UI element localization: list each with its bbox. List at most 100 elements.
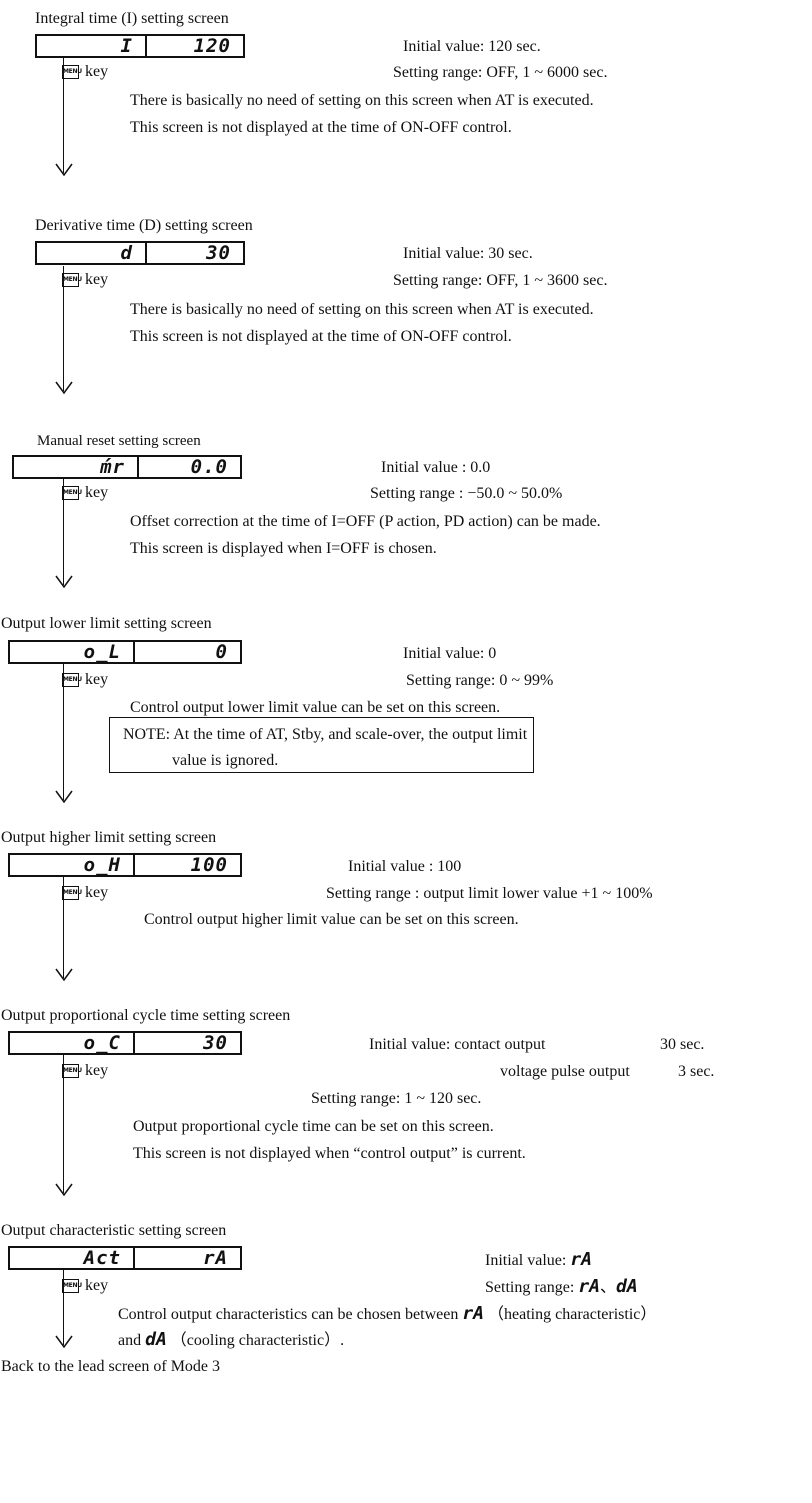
lcd-param-value: 100 bbox=[190, 854, 228, 876]
lcd-param-label: ḿr bbox=[14, 456, 139, 478]
description-line: There is basically no need of setting on… bbox=[130, 92, 594, 109]
initial-value-voltage: 3 sec. bbox=[678, 1063, 715, 1080]
key-label: key bbox=[85, 884, 109, 901]
lcd-param-label: o_L bbox=[10, 641, 135, 663]
arrow-down-icon bbox=[55, 163, 73, 177]
initial-value-text: Initial value: contact output bbox=[369, 1036, 546, 1053]
lcd-param-value: 30 bbox=[203, 1032, 228, 1054]
description-line: and dA （cooling characteristic）. bbox=[118, 1331, 344, 1350]
lcd-display-derivative: d 30 bbox=[35, 241, 245, 265]
lcd-display-output-lower: o_L 0 bbox=[8, 640, 242, 664]
note-line: value is ignored. bbox=[172, 752, 279, 769]
initial-value-label: Initial value: bbox=[485, 1252, 567, 1269]
initial-value-text: Initial value : 0.0 bbox=[381, 459, 491, 476]
initial-value-text: voltage pulse output bbox=[500, 1063, 630, 1080]
seg-value: rA bbox=[462, 1303, 485, 1324]
menu-key-icon: MENU bbox=[62, 886, 82, 901]
description-text: Control output characteristics can be ch… bbox=[118, 1306, 459, 1323]
initial-value-text: Initial value: 120 sec. bbox=[403, 38, 541, 55]
section-title-cycle-time: Output proportional cycle time setting s… bbox=[1, 1007, 291, 1024]
description-text: and bbox=[118, 1332, 142, 1349]
lcd-display-output-characteristic: Act rA bbox=[8, 1246, 242, 1270]
description-line: Control output lower limit value can be … bbox=[130, 699, 501, 716]
setting-range-text: Setting range: 0 ~ 99% bbox=[406, 672, 554, 689]
initial-value-text: Initial value : 100 bbox=[348, 858, 462, 875]
flow-line bbox=[63, 1055, 64, 1193]
arrow-down-icon bbox=[55, 968, 73, 982]
key-label: key bbox=[85, 1277, 109, 1294]
seg-value: rA bbox=[570, 1249, 592, 1270]
key-label: key bbox=[85, 271, 109, 288]
key-label: key bbox=[85, 671, 109, 688]
arrow-down-icon bbox=[55, 575, 73, 589]
setting-range-label: Setting range: bbox=[485, 1279, 575, 1296]
initial-value-text: Initial value: 30 sec. bbox=[403, 245, 533, 262]
flow-line bbox=[63, 479, 64, 585]
lcd-param-value: 0 bbox=[215, 641, 228, 663]
lcd-param-value: 120 bbox=[193, 35, 231, 57]
separator: 、 bbox=[600, 1279, 617, 1296]
setting-range-text: Setting range: OFF, 1 ~ 3600 sec. bbox=[393, 272, 608, 289]
seg-value: rA bbox=[578, 1276, 600, 1297]
description-line: This screen is not displayed when “contr… bbox=[133, 1145, 526, 1162]
seg-value: dA bbox=[145, 1329, 167, 1350]
description-line: This screen is not displayed at the time… bbox=[130, 328, 512, 345]
section-title-manual-reset: Manual reset setting screen bbox=[37, 433, 201, 449]
initial-value-text: Initial value: 0 bbox=[403, 645, 497, 662]
arrow-down-icon bbox=[55, 790, 73, 804]
key-label: key bbox=[85, 63, 109, 80]
menu-key-icon: MENU bbox=[62, 273, 82, 288]
key-label: key bbox=[85, 1062, 109, 1079]
lcd-display-integral: I 120 bbox=[35, 34, 245, 58]
lcd-param-value: 0.0 bbox=[190, 456, 228, 478]
setting-range-text: Setting range: 1 ~ 120 sec. bbox=[311, 1090, 482, 1107]
lcd-param-label: o_H bbox=[10, 854, 135, 876]
description-line: This screen is displayed when I=OFF is c… bbox=[130, 540, 437, 557]
section-title-output-lower: Output lower limit setting screen bbox=[1, 615, 212, 632]
description-line: This screen is not displayed at the time… bbox=[130, 119, 512, 136]
description-text: （heating characteristic） bbox=[488, 1306, 657, 1323]
note-box: NOTE: At the time of AT, Stby, and scale… bbox=[109, 717, 534, 773]
flow-line bbox=[63, 58, 64, 173]
description-line: Offset correction at the time of I=OFF (… bbox=[130, 513, 601, 530]
section-title-output-higher: Output higher limit setting screen bbox=[1, 829, 217, 846]
description-line: There is basically no need of setting on… bbox=[130, 301, 594, 318]
menu-key-icon: MENU bbox=[62, 673, 82, 688]
lcd-display-cycle-time: o_C 30 bbox=[8, 1031, 242, 1055]
lcd-display-manual-reset: ḿr 0.0 bbox=[12, 455, 242, 479]
menu-key-icon: MENU bbox=[62, 65, 82, 80]
description-line: Output proportional cycle time can be se… bbox=[133, 1118, 494, 1135]
setting-range-text: Setting range : −50.0 ~ 50.0% bbox=[370, 485, 563, 502]
setting-range-text: Setting range: OFF, 1 ~ 6000 sec. bbox=[393, 64, 608, 81]
section-title-output-characteristic: Output characteristic setting screen bbox=[1, 1222, 227, 1239]
flow-line bbox=[63, 1270, 64, 1345]
flow-line bbox=[63, 266, 64, 391]
lcd-param-label: Act bbox=[10, 1247, 135, 1269]
description-text: （cooling characteristic）. bbox=[170, 1332, 345, 1349]
initial-value-text: Initial value: rA bbox=[485, 1251, 592, 1270]
lcd-param-value: rA bbox=[203, 1247, 228, 1269]
menu-key-icon: MENU bbox=[62, 1064, 82, 1079]
arrow-down-icon bbox=[55, 1335, 73, 1349]
description-line: Control output higher limit value can be… bbox=[144, 911, 519, 928]
setting-range-text: Setting range : output limit lower value… bbox=[326, 885, 653, 902]
lcd-param-label: d bbox=[37, 242, 147, 264]
flow-line bbox=[63, 664, 64, 800]
lcd-param-label: I bbox=[37, 35, 147, 57]
flow-line bbox=[63, 877, 64, 978]
setting-range-text: Setting range: rA、dA bbox=[485, 1278, 638, 1297]
footer-text: Back to the lead screen of Mode 3 bbox=[1, 1358, 221, 1375]
key-label: key bbox=[85, 484, 109, 501]
menu-key-icon: MENU bbox=[62, 1279, 82, 1294]
section-title-derivative: Derivative time (D) setting screen bbox=[35, 217, 253, 234]
lcd-param-value: 30 bbox=[206, 242, 231, 264]
arrow-down-icon bbox=[55, 1183, 73, 1197]
arrow-down-icon bbox=[55, 381, 73, 395]
note-line: NOTE: At the time of AT, Stby, and scale… bbox=[123, 726, 528, 743]
